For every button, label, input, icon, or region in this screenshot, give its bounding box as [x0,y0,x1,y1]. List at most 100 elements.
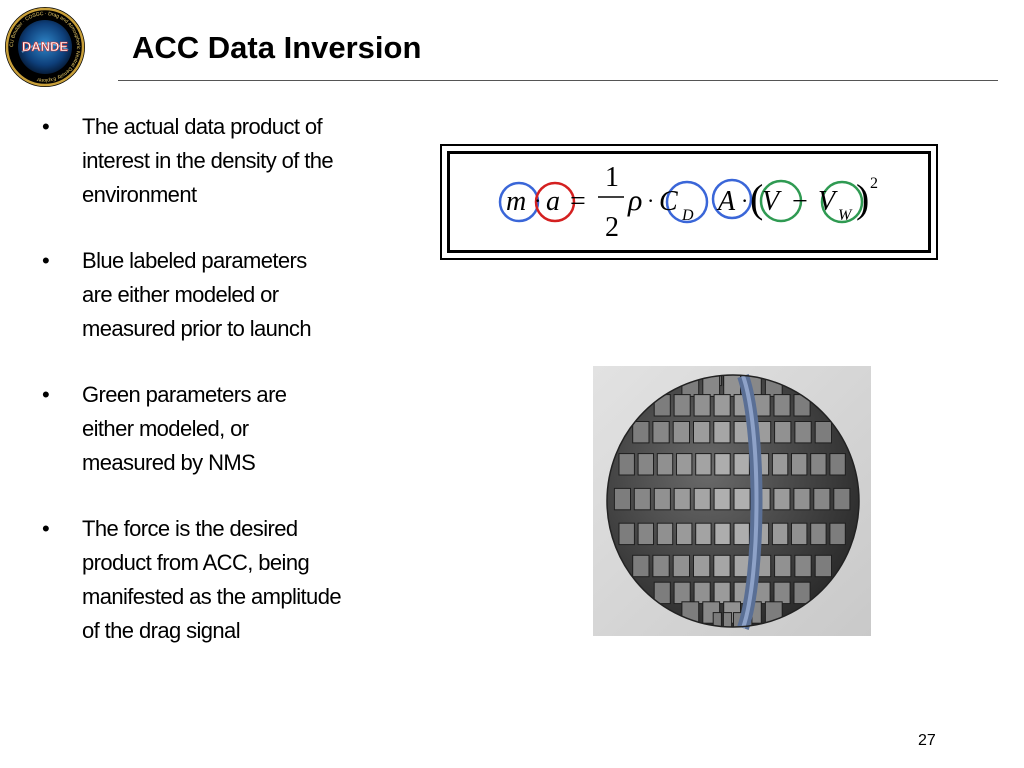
sphere-panel [713,554,731,578]
sphere-panel [672,421,690,444]
sphere-panel [793,581,811,605]
title-divider [118,80,998,81]
sphere-panel [713,394,731,417]
sphere-panel [773,487,791,511]
blue-circle-c [665,180,709,224]
bullet-item: • The force is the desired product from … [42,512,387,648]
bullet-item: • Green parameters are either modeled, o… [42,378,387,480]
symbol-a: a [546,186,560,217]
bullet-line: interest in the density of the [82,148,334,173]
sphere-panel [637,522,654,546]
symbol-c: C [659,186,678,217]
symbol-m: m [506,186,526,217]
bullet-line: product from ACC, being [82,550,310,575]
symbol-lparen: ( [750,176,763,221]
sphere-panel [791,453,808,476]
sphere-panel [714,453,731,476]
sphere-panel [632,554,650,578]
sphere-panel [714,522,731,546]
sphere-panel [713,487,731,511]
equation-inner-frame [447,151,931,253]
sphere-panel [722,612,733,627]
fraction-numerator: 1 [605,162,619,193]
sphere-panel [618,522,635,546]
sphere-panel [712,612,722,627]
sphere-panel [652,421,670,444]
sphere-panel [613,487,631,511]
sphere-panel [771,453,789,476]
sphere-panel [693,554,711,578]
symbol-v: V [762,186,782,217]
bullet-marker: • [42,382,50,407]
blue-circle-area [711,178,753,220]
sphere-panel [656,522,674,546]
satellite-sphere-image [593,366,871,636]
bullet-item: • Blue labeled parameters are either mod… [42,244,387,346]
equation-box: m · a = 1 2 ρ · C D A · ( V − V W ) 2 [440,144,938,260]
sphere-panel [673,394,691,417]
sphere-panel [695,522,712,546]
sphere-panel [637,453,654,476]
sphere-panel [693,421,711,444]
sphere-panel [791,522,808,546]
sphere-panel [794,421,812,444]
sphere-panel [693,487,711,511]
sphere-panel [829,453,846,476]
symbol-rho: ρ [627,184,642,217]
symbol-equals: = [570,186,586,217]
bullet-line: Blue labeled parameters [82,248,307,273]
page-number: 27 [918,732,936,749]
bullet-line: environment [82,182,197,207]
sphere-panel [773,394,791,417]
drag-equation: m · a = 1 2 ρ · C D A · ( V − V W ) 2 [498,162,878,243]
sphere-panel [771,522,789,546]
sphere-panel [633,487,651,511]
bullet-line: of the drag signal [82,618,241,643]
sphere-panel [733,453,750,476]
symbol-area: A [716,186,736,217]
bullet-marker: • [42,516,50,541]
sphere-panel [793,487,811,511]
sphere-panel [693,581,711,605]
sphere-panel [833,487,851,511]
bullet-marker: • [42,114,50,139]
sphere-panel [632,421,650,444]
sphere-panel [656,453,674,476]
bullet-line: manifested as the amplitude [82,584,342,609]
sphere-panel [702,375,721,397]
symbol-dot: · [647,188,654,213]
sphere-panel [794,554,812,578]
bullet-line: The force is the desired [82,516,298,541]
bullet-list: • The actual data product of interest in… [42,110,387,680]
sphere-panel [773,581,791,605]
green-circle-vw [820,180,864,224]
sphere-panel [673,487,691,511]
sphere-panel [676,453,693,476]
bullet-marker: • [42,248,50,273]
sphere-panel [733,522,750,546]
sphere-panel [733,487,751,511]
sphere-panel [676,522,693,546]
fraction-denominator: 2 [605,212,619,243]
sphere-panel [653,487,671,511]
sphere-panel [713,421,731,444]
sphere-panel [618,453,635,476]
bullet-line: Green parameters are [82,382,287,407]
sphere-panel [653,581,671,605]
symbol-dot: · [741,188,748,213]
logo-center-text: DANDE [22,39,69,54]
bullet-line: measured by NMS [82,450,256,475]
sphere-panel [814,554,832,578]
bullet-line: either modeled, or [82,416,249,441]
sphere-panel [829,522,846,546]
sphere-panel [814,421,832,444]
bullet-line: measured prior to launch [82,316,312,341]
symbol-exponent: 2 [870,175,878,192]
bullet-line: The actual data product of [82,114,323,139]
red-circle-a [534,181,576,223]
sphere-panel [774,421,792,444]
sphere-panel [774,554,792,578]
symbol-minus: − [792,186,808,217]
symbol-vw: V [818,186,838,217]
sphere-panel [672,554,690,578]
